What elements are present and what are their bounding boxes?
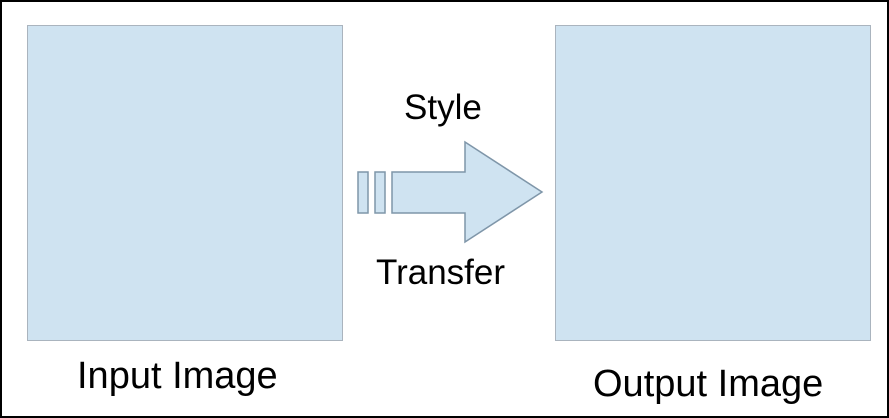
arrow-stripe-left: [357, 171, 369, 214]
output-image-caption: Output Image: [593, 363, 824, 405]
input-image-caption: Input Image: [77, 355, 278, 397]
arrow-label-transfer: Transfer: [376, 253, 506, 292]
style-transfer-arrow: [357, 140, 544, 244]
arrow-label-style: Style: [404, 88, 482, 127]
arrow-stripe-right: [374, 171, 386, 214]
arrow-head-body: [391, 140, 544, 244]
input-image-box: [27, 25, 343, 341]
output-image-box: [555, 25, 871, 341]
